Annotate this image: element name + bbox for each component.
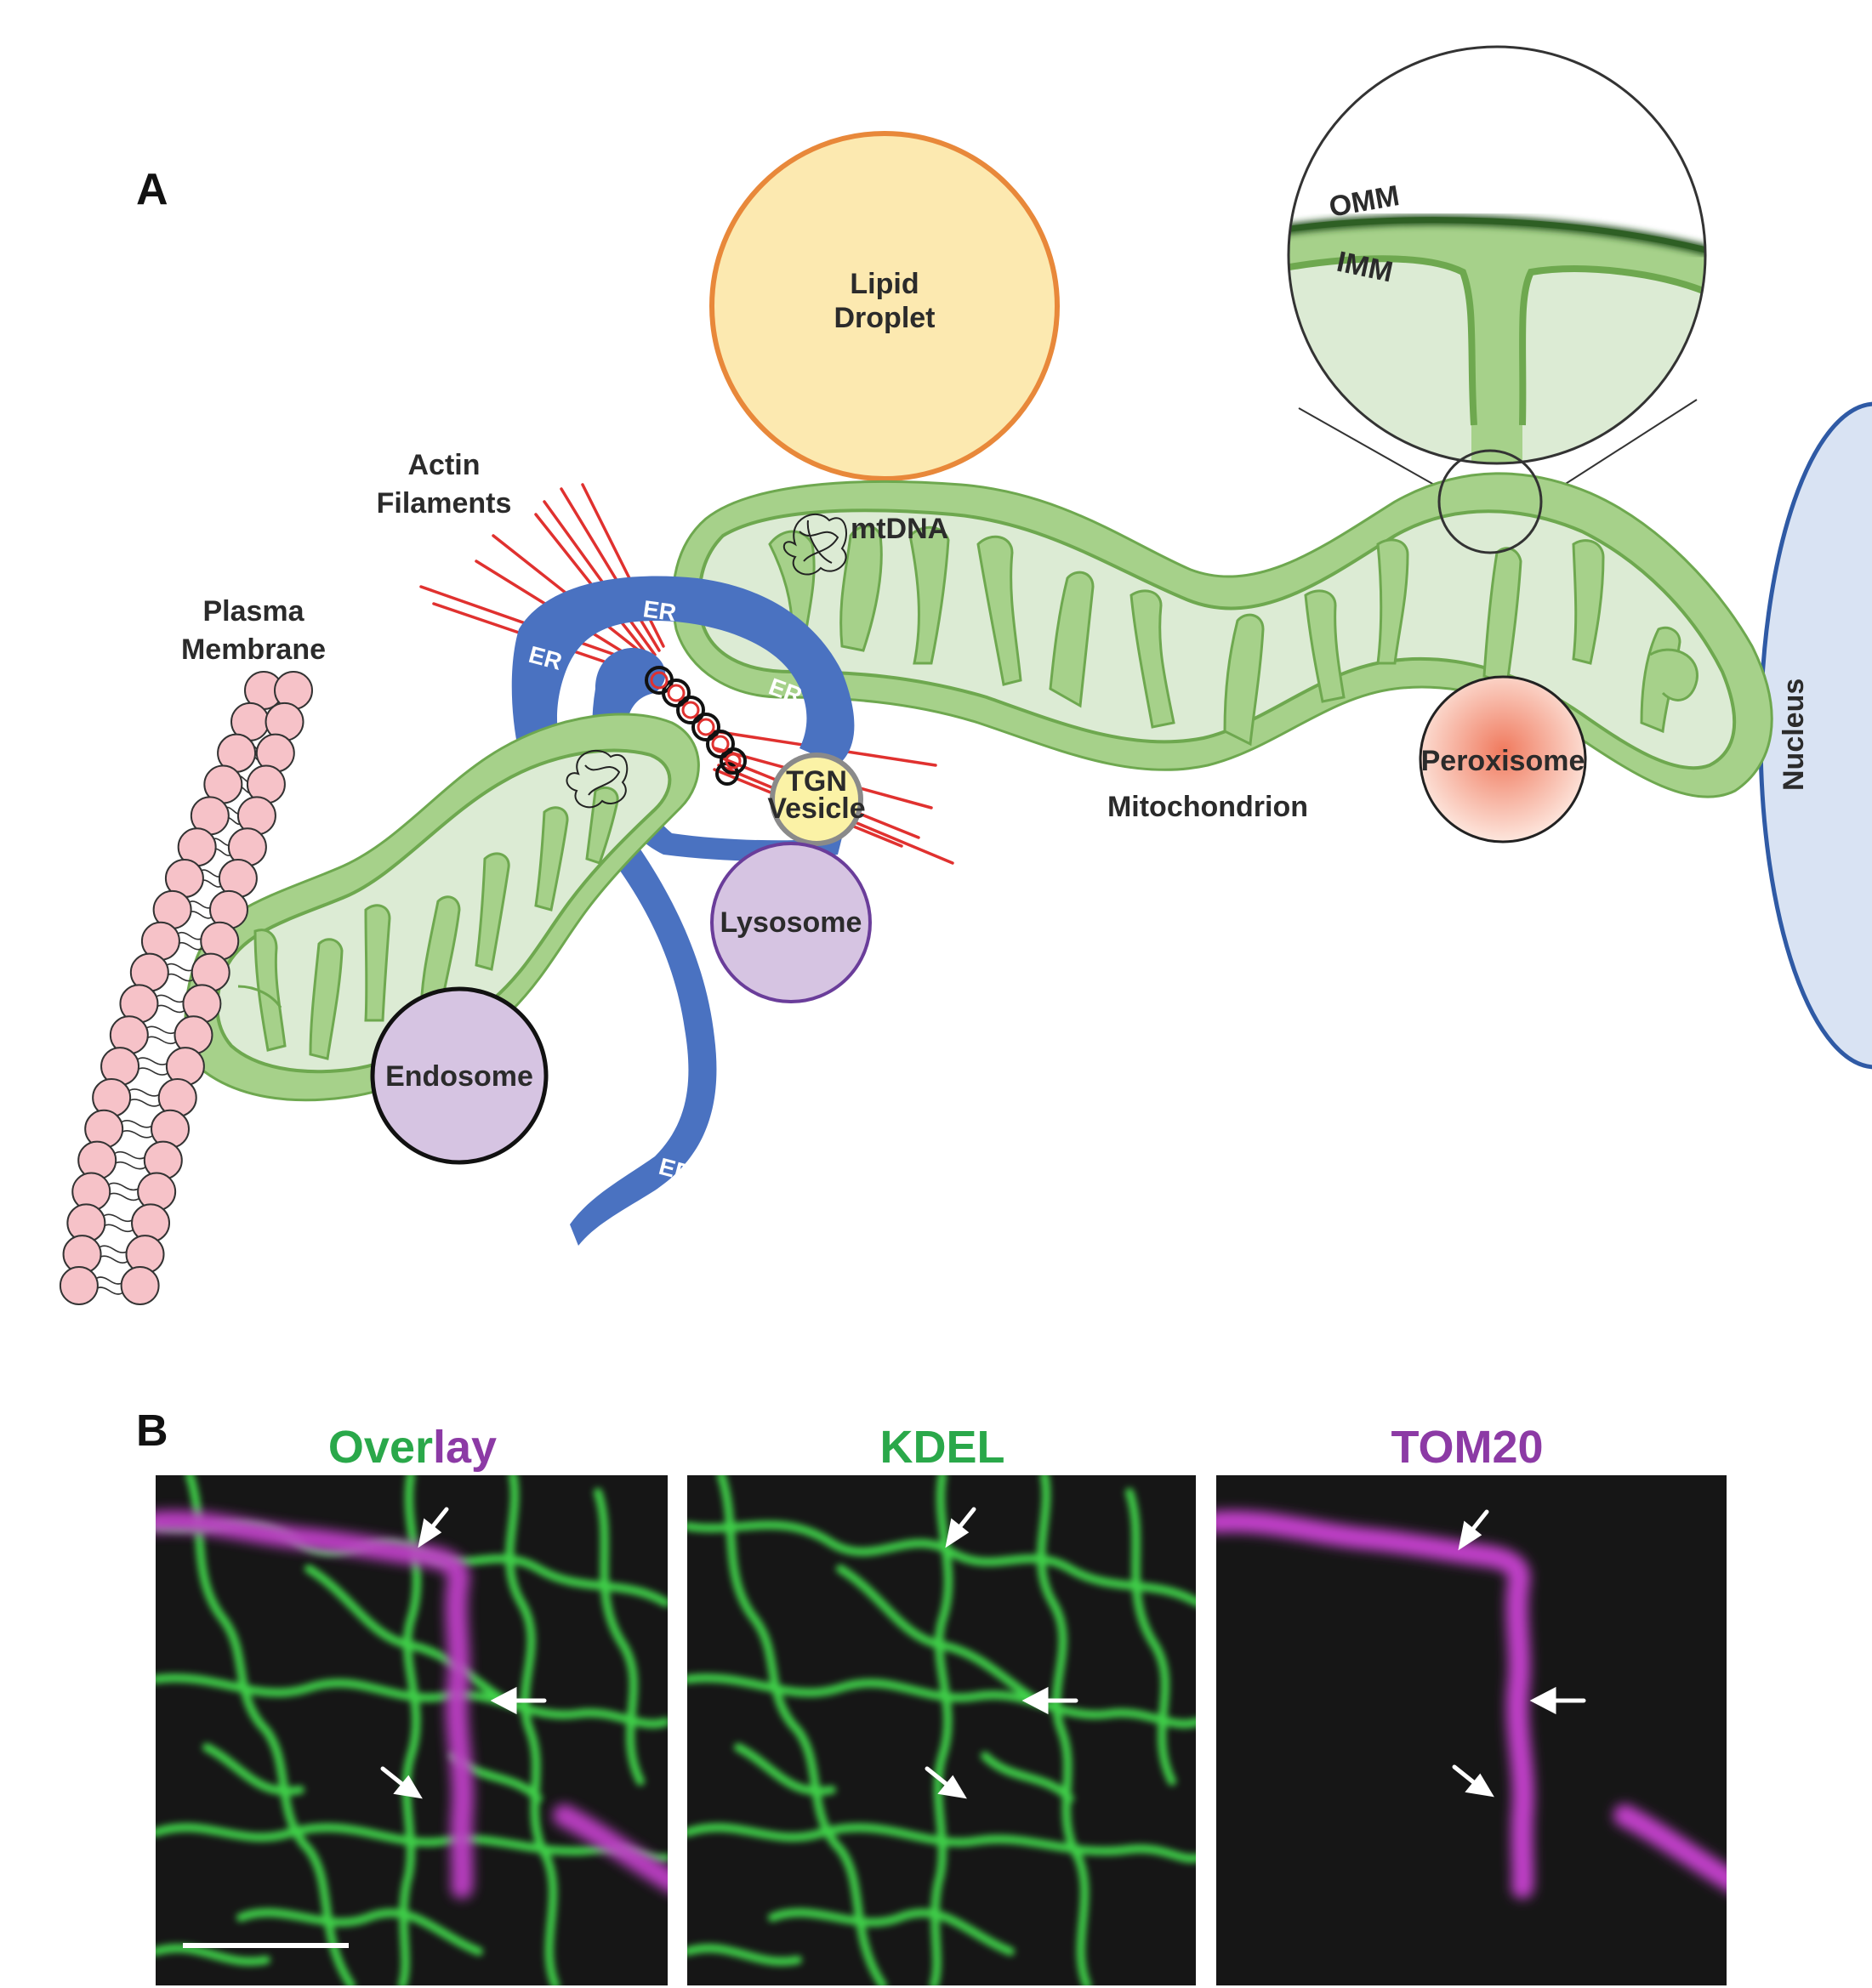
lipid-head [120, 1266, 160, 1305]
tom20-title: TOM20 [1391, 1422, 1543, 1473]
panel-a-letter: A [136, 165, 168, 214]
er-label-1: ER [641, 595, 678, 626]
lipid-head [59, 1266, 99, 1305]
lipid-tail [134, 1067, 171, 1076]
membrane-zoom-inset: OMM IMM [1287, 45, 1707, 503]
tgn-vesicle-label-line1: TGN [786, 765, 847, 798]
lipid-droplet-label-line1: Lipid [850, 268, 919, 300]
lipid-tail [134, 1057, 171, 1065]
mtdna-label: mtDNA [851, 513, 948, 545]
lysosome: Lysosome [710, 842, 872, 1003]
arrow-kdel-low [925, 1766, 967, 1799]
lipid-tail [96, 1255, 131, 1264]
lipid-tail [175, 931, 205, 940]
actin-filaments-label-line2: Filaments [377, 487, 512, 520]
tom20-micrograph [1216, 1475, 1727, 1985]
mtdna-small [566, 749, 629, 809]
lipid-tail [144, 1025, 179, 1035]
panel-b-letter: B [136, 1406, 168, 1456]
lipid-tail [94, 1287, 126, 1295]
lipid-tail [153, 994, 188, 1003]
arrow-overlay-low [380, 1766, 423, 1799]
mitochondrion-small [184, 713, 700, 1102]
zoom-region-circle [1437, 449, 1543, 554]
lipid-tail [100, 1224, 136, 1233]
lipid-tail [153, 1004, 188, 1014]
lipid-tail [118, 1129, 156, 1139]
overlay-micrograph [156, 1475, 668, 1985]
lipid-tail [111, 1161, 149, 1170]
lipid-droplet: Lipid Droplet [709, 131, 1060, 481]
lipid-tail [111, 1150, 149, 1160]
actin-filaments-label-line1: Actin [408, 449, 481, 481]
plasma-membrane [59, 671, 313, 1305]
arrow-overlay-mid [490, 1686, 547, 1715]
plasma-membrane-label-line2: Membrane [181, 633, 326, 666]
lipid-tail [105, 1192, 142, 1201]
lipid-droplet-label-line2: Droplet [834, 302, 936, 334]
tgn-vesicle: TGN Vesicle [767, 753, 866, 846]
arrow-kdel-top [945, 1507, 976, 1548]
lipid-tail [118, 1119, 156, 1128]
nucleus-label: Nucleus [1778, 679, 1810, 791]
tgn-vesicle-label-line2: Vesicle [767, 792, 865, 825]
lipid-tail [94, 1276, 126, 1285]
lipid-tail [105, 1182, 142, 1191]
arrow-kdel-mid [1021, 1686, 1078, 1715]
arrows [380, 1507, 1586, 1799]
plasma-membrane-label-line1: Plasma [202, 595, 304, 628]
kdel-micrograph [687, 1475, 1196, 1985]
nucleus: Nucleus [1758, 401, 1872, 1070]
kdel-title: KDEL [880, 1422, 1005, 1473]
arrow-tom20-mid [1529, 1686, 1586, 1715]
endosome: Endosome [370, 986, 549, 1165]
lipid-tail [126, 1099, 163, 1107]
mitochondrion-large [671, 449, 1773, 798]
lipid-tail [96, 1245, 131, 1253]
endosome-label: Endosome [385, 1060, 533, 1093]
overlay-title: Overlay [328, 1422, 497, 1473]
contact-site-rings [645, 666, 747, 786]
peroxisome-label: Peroxisome [1421, 745, 1585, 777]
lysosome-label: Lysosome [720, 906, 862, 939]
arrow-tom20-low [1452, 1764, 1494, 1798]
lipid-tail [126, 1088, 163, 1097]
mitochondrion-label: Mitochondrion [1107, 791, 1308, 823]
lipid-tail [100, 1213, 136, 1223]
arrow-overlay-top [418, 1507, 449, 1548]
lipid-tail [144, 1036, 179, 1045]
mtdna-large [782, 513, 847, 576]
lipid-tail [164, 963, 196, 972]
arrow-tom20-top [1458, 1509, 1489, 1551]
peroxisome: Peroxisome [1419, 675, 1587, 843]
